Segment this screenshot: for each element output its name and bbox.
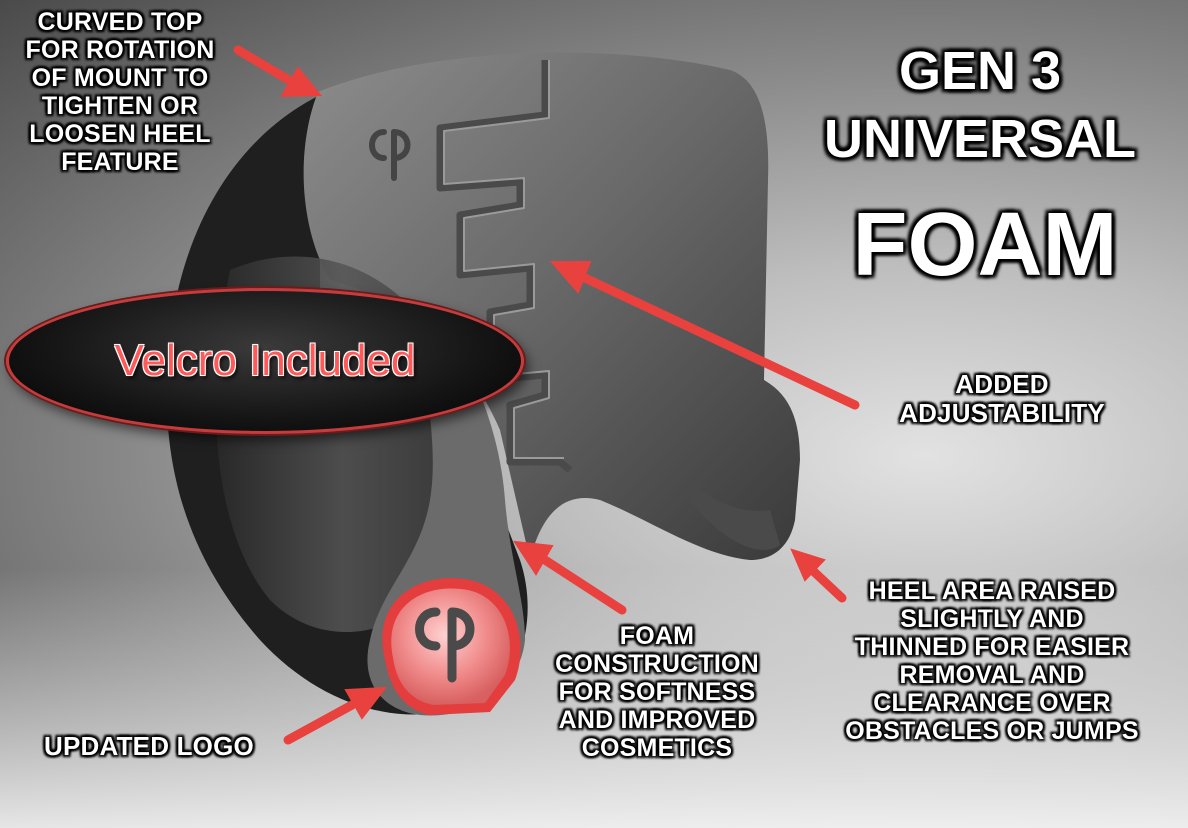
callout-line: CURVED TOP [37, 8, 203, 36]
title-gen-3: GEN 3 [898, 41, 1062, 101]
arrow-foam-construction-icon [513, 540, 627, 615]
callout-line: HEEL AREA RAISED [868, 577, 1116, 605]
callout-line: ADDED [955, 369, 1049, 399]
callout-line: ADJUSTABILITY [899, 398, 1105, 429]
callout-line: FEATURE [61, 148, 179, 176]
embossed-cp-logo-icon [369, 129, 411, 181]
callout-line: OBSTACLES OR JUMPS [845, 717, 1139, 745]
callout-heel-area: HEEL AREA RAISED SLIGHTLY AND THINNED FO… [820, 577, 1164, 745]
velcro-included-text: Velcro Included [114, 336, 416, 385]
callout-line: UPDATED LOGO [44, 731, 254, 761]
callout-updated-logo: UPDATED LOGO [14, 731, 284, 761]
callout-arrows [233, 45, 860, 745]
callout-line: LOOSEN HEEL [29, 120, 211, 148]
callout-added-adjustability: ADDED ADJUSTABILITY [862, 369, 1142, 429]
arrow-curved-top-icon [233, 45, 323, 98]
arrow-updated-logo-icon [283, 686, 388, 745]
callout-line: CONSTRUCTION [555, 650, 759, 678]
callout-line: FOR ROTATION [25, 36, 215, 64]
callout-foam-construction: FOAM CONSTRUCTION FOR SOFTNESS AND IMPRO… [532, 622, 782, 762]
mount-curved-face [303, 52, 800, 561]
callout-line: TIGHTEN OR [41, 92, 199, 120]
mount-heel-flap [690, 480, 780, 550]
arrow-adjustability-icon [549, 261, 860, 410]
arrow-heel-area-icon [790, 548, 847, 603]
title-universal: UNIVERSAL [823, 109, 1137, 169]
callout-line: THINNED FOR EASIER [854, 633, 1130, 661]
callout-line: REMOVAL AND [899, 661, 1085, 689]
updated-cp-logo-icon [382, 578, 521, 715]
velcro-included-badge: Velcro Included [6, 288, 524, 434]
callout-line: FOAM [619, 622, 695, 650]
title-foam: FOAM [852, 195, 1118, 295]
callout-line: FOR SOFTNESS [558, 678, 756, 706]
adjustment-slots [436, 60, 573, 473]
callout-curved-top: CURVED TOP FOR ROTATION OF MOUNT TO TIGH… [4, 8, 236, 176]
callout-line: COSMETICS [581, 734, 733, 762]
callout-line: OF MOUNT TO [31, 64, 209, 92]
callout-line: CLEARANCE OVER [873, 689, 1111, 717]
callout-line: SLIGHTLY AND [900, 605, 1084, 633]
callout-line: AND IMPROVED [558, 706, 756, 734]
